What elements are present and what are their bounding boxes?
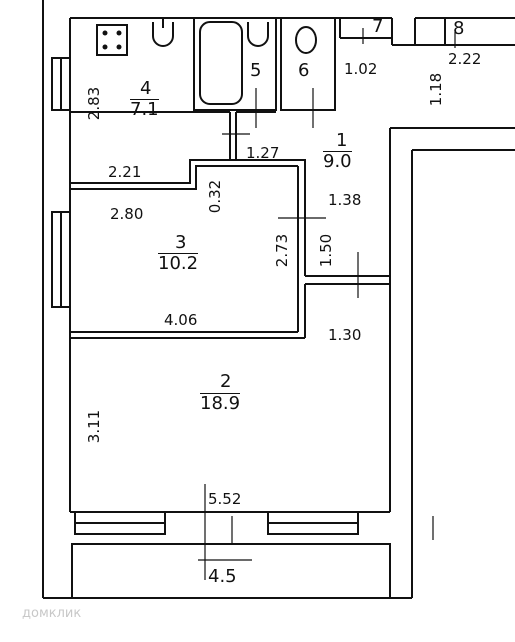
room-2-area: 18.9 <box>200 393 241 414</box>
dim-0-32: 0.32 <box>206 179 225 214</box>
dim-1-18: 1.18 <box>427 72 446 107</box>
room-8-number: 8 <box>453 18 465 39</box>
dim-4-5: 4.5 <box>208 566 237 587</box>
room-4-area: 7.1 <box>130 99 159 120</box>
room-5-number: 5 <box>250 60 262 81</box>
room-1-area: 9.0 <box>323 151 352 172</box>
dim-1-27: 1.27 <box>246 144 280 162</box>
room-7-number: 7 <box>372 16 384 37</box>
room-5-outline <box>193 17 277 111</box>
dim-5-52: 5.52 <box>208 490 242 508</box>
dim-1-30: 1.30 <box>328 326 362 344</box>
dim-2-21: 2.21 <box>108 163 142 181</box>
dim-2-80: 2.80 <box>110 205 144 223</box>
stove <box>96 24 128 56</box>
room-6-number: 6 <box>298 60 310 81</box>
dim-2-83: 2.83 <box>85 86 104 121</box>
room-1-number: 1 <box>336 130 348 151</box>
dim-1-02: 1.02 <box>344 60 378 78</box>
dim-2-22: 2.22 <box>448 50 482 68</box>
dim-1-50: 1.50 <box>317 233 336 268</box>
dim-2-73: 2.73 <box>273 233 292 268</box>
dim-1-38: 1.38 <box>328 191 362 209</box>
dim-4-06: 4.06 <box>164 311 198 329</box>
room-6-outline <box>280 17 336 111</box>
balcony <box>71 543 391 599</box>
watermark: домклик <box>22 606 82 621</box>
room-4-number: 4 <box>140 78 152 99</box>
room-3-number: 3 <box>175 232 187 253</box>
dim-3-11: 3.11 <box>85 409 104 444</box>
room-3-area: 10.2 <box>158 253 199 274</box>
room-2-number: 2 <box>220 371 232 392</box>
